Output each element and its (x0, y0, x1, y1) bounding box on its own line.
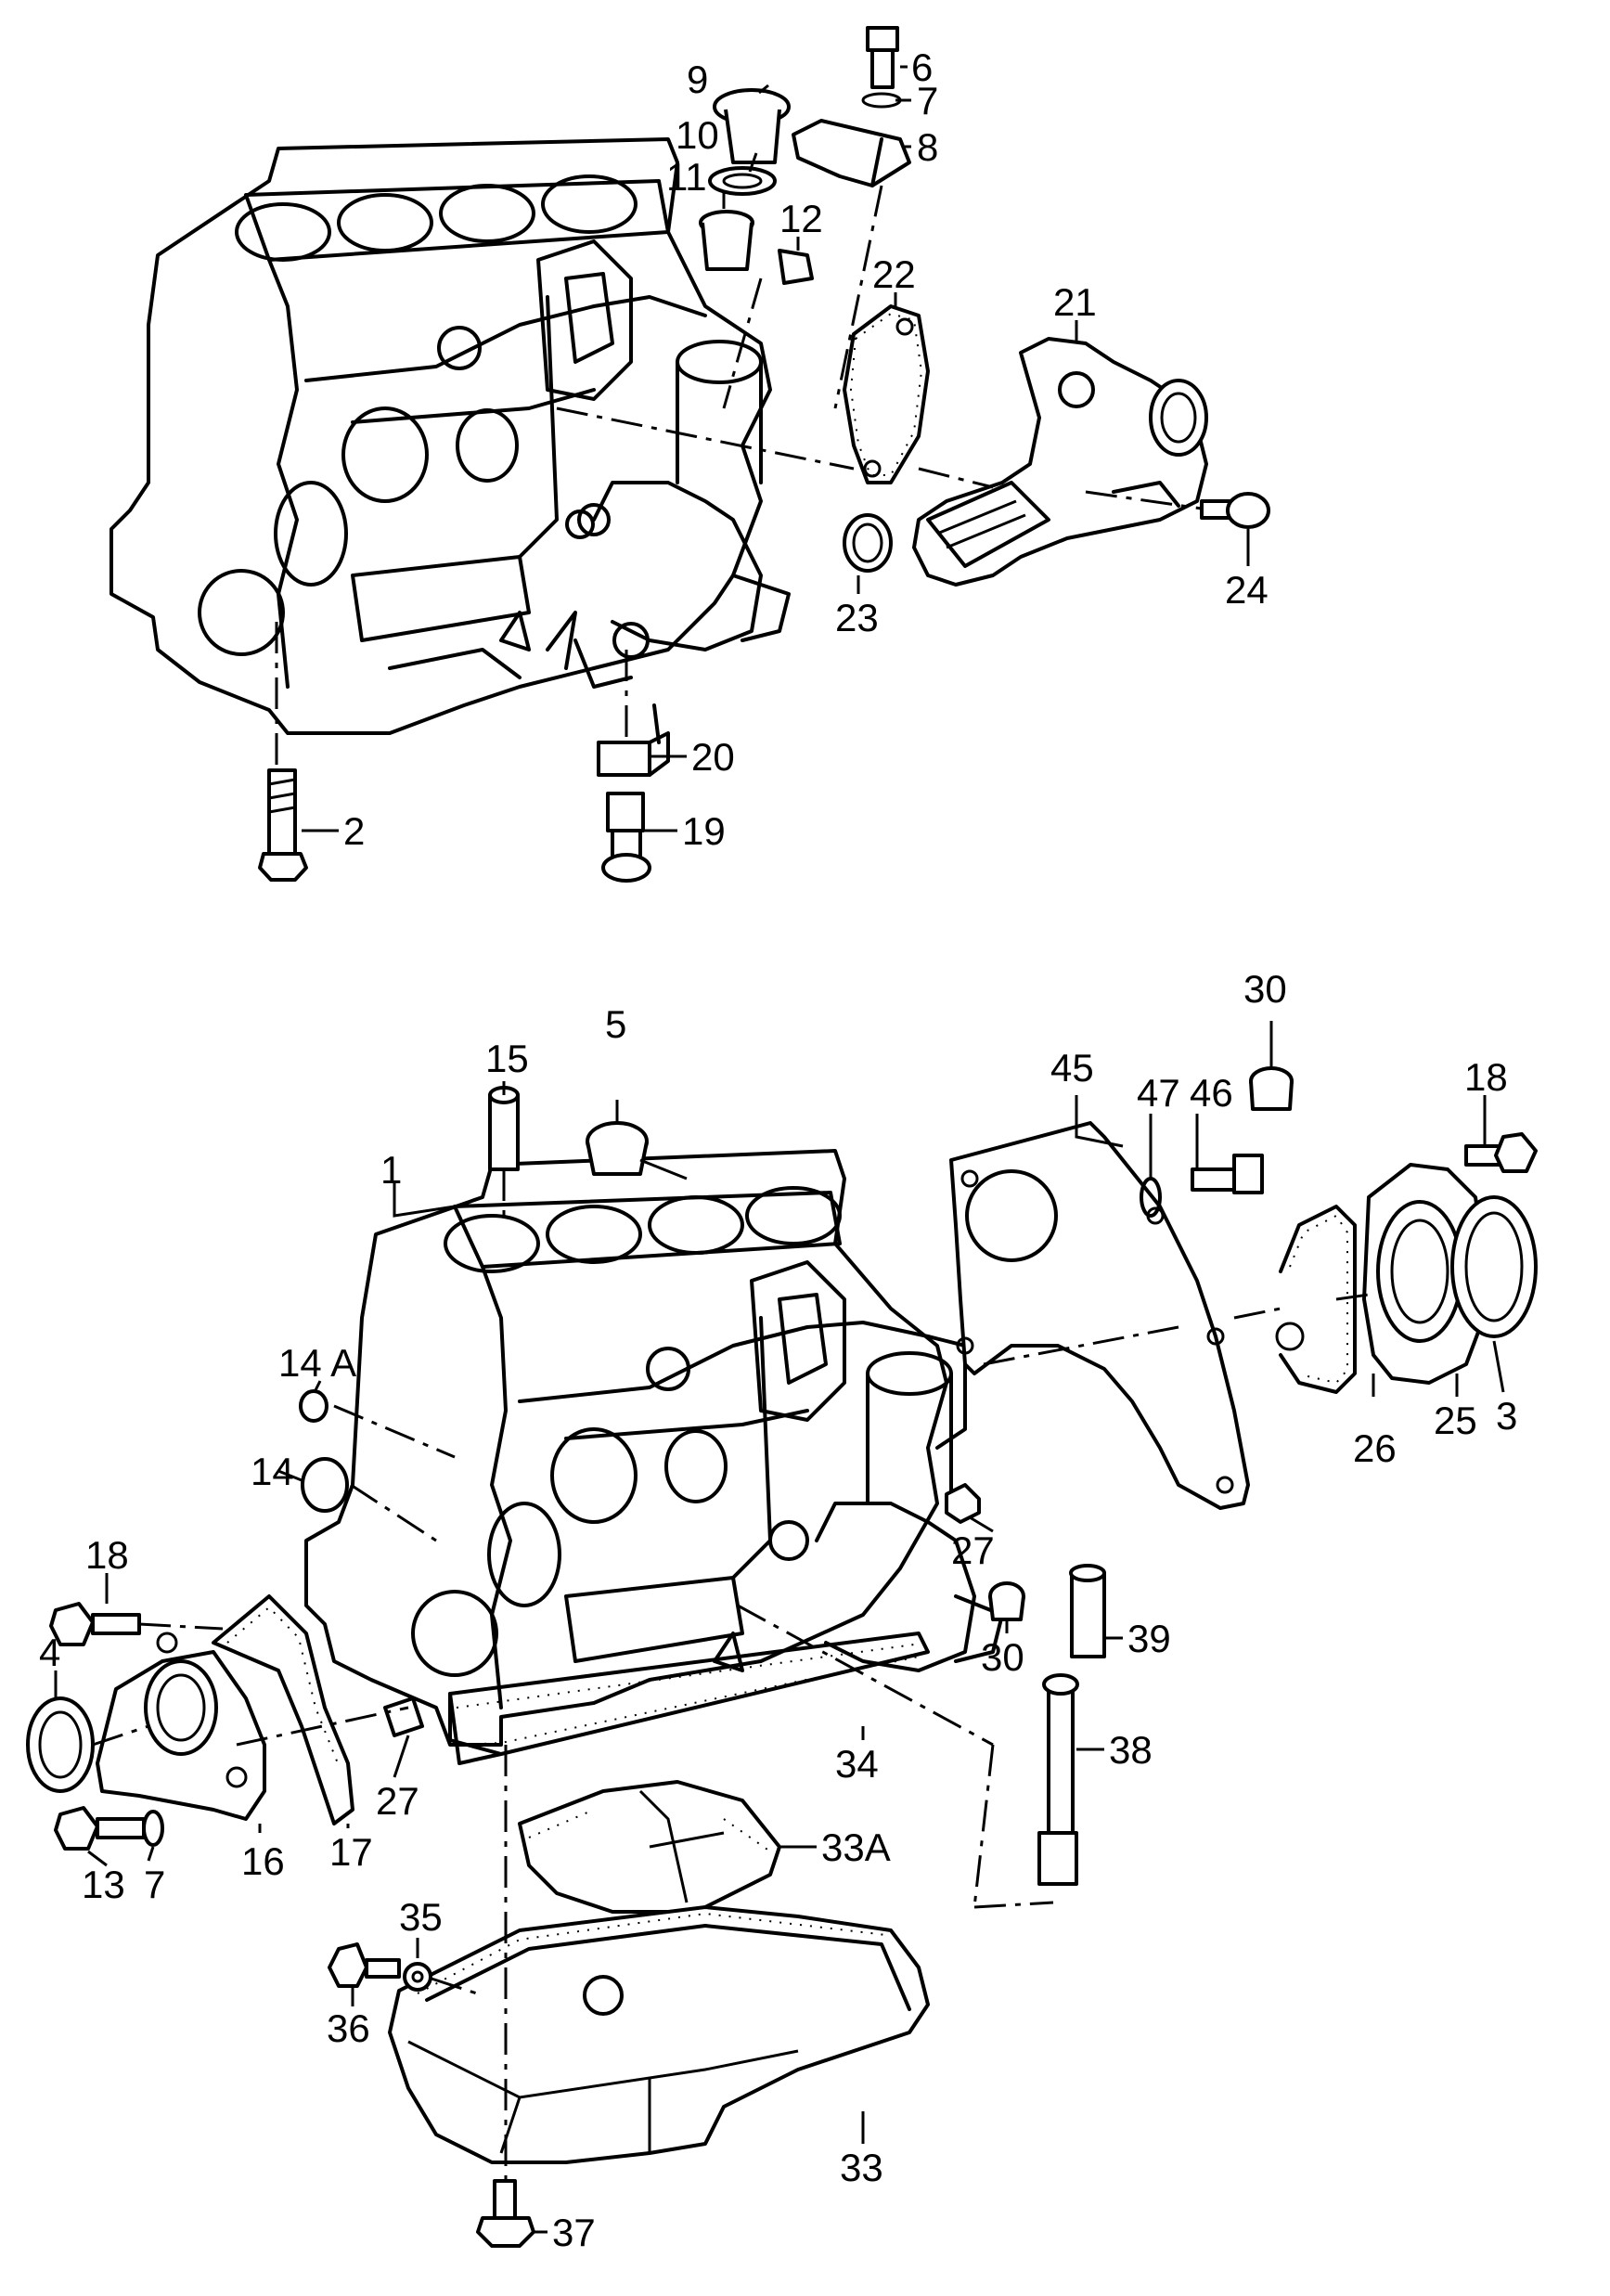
callout-30-top: 30 (1243, 967, 1287, 1011)
oil-seal-part-3 (1450, 1195, 1538, 1338)
bolt-part-2 (258, 768, 308, 882)
callout-25: 25 (1434, 1399, 1477, 1442)
callout-38: 38 (1109, 1728, 1153, 1772)
o-ring-part-23 (843, 513, 893, 573)
callout-9: 9 (687, 58, 708, 101)
callout-36: 36 (327, 2006, 370, 2050)
dowel-part-30-top (1249, 1066, 1294, 1111)
callout-33: 33 (840, 2146, 883, 2189)
sender-part-19 (601, 792, 651, 883)
callout-8: 8 (917, 125, 938, 169)
callout-46: 46 (1190, 1071, 1233, 1115)
callout-47: 47 (1137, 1071, 1180, 1115)
plug-part-12 (778, 249, 814, 285)
bolt-part-13 (54, 1806, 146, 1851)
washer-part-7-top (861, 92, 902, 109)
washer-part-35 (403, 1962, 432, 1992)
gasket-part-26 (1275, 1205, 1357, 1394)
callout-22: 22 (872, 252, 916, 296)
oil-pan-part-33 (388, 1905, 930, 2164)
bolt-part-24 (1200, 492, 1270, 529)
plug-part-14A (299, 1389, 328, 1423)
callout-21: 21 (1053, 280, 1097, 324)
seal-part-39 (1069, 1564, 1106, 1658)
gasket-part-22 (843, 304, 930, 484)
bolt-part-36 (328, 1942, 401, 1988)
intermediate-plate-part-45 (949, 1121, 1250, 1510)
dowel-part-30-bottom (988, 1581, 1025, 1621)
sump-gasket-part-34 (448, 1632, 930, 1765)
bracket-part-8 (792, 119, 911, 187)
seal-flange-part-16 (96, 1632, 266, 1821)
callout-17: 17 (329, 1830, 373, 1874)
callout-16: 16 (241, 1839, 285, 1883)
dowel-part-15 (488, 1086, 520, 1171)
bolt-part-46 (1191, 1154, 1264, 1194)
callout-2: 2 (343, 809, 365, 853)
callout-23: 23 (835, 596, 879, 639)
callout-6: 6 (911, 45, 933, 89)
callout-39: 39 (1127, 1617, 1171, 1660)
washer-part-7-bottom (142, 1810, 164, 1847)
oil-switch-part-20 (597, 703, 670, 777)
callout-34: 34 (835, 1742, 879, 1786)
bottom-engine-block-drawing (304, 1149, 1004, 1747)
bolt-part-18-right (1464, 1132, 1538, 1173)
callout-45: 45 (1050, 1046, 1094, 1090)
callout-18-right: 18 (1464, 1055, 1508, 1099)
callout-18-left: 18 (85, 1533, 129, 1577)
drain-plug-part-37 (476, 2179, 535, 2248)
dowel-part-27-right (945, 1483, 981, 1524)
callout-20: 20 (691, 735, 735, 779)
callout-27-right: 27 (951, 1529, 995, 1572)
callout-3: 3 (1496, 1394, 1517, 1438)
callout-35: 35 (399, 1895, 443, 1939)
sleeve-part-11 (699, 210, 754, 271)
callout-10: 10 (676, 113, 719, 157)
callout-5: 5 (605, 1002, 626, 1046)
callout-30-bottom: 30 (981, 1635, 1024, 1679)
seal-part-10 (708, 166, 777, 196)
cap-part-5 (586, 1121, 649, 1176)
gasket-part-17 (212, 1594, 354, 1825)
baffle-part-33A (518, 1780, 781, 1914)
callout-13: 13 (82, 1863, 125, 1906)
bolt-part-6 (866, 26, 899, 89)
callout-4: 4 (39, 1631, 60, 1674)
leader-lines (54, 65, 1505, 2234)
callout-15: 15 (485, 1037, 529, 1080)
top-engine-block-drawing (109, 137, 791, 735)
callout-27-left: 27 (376, 1779, 419, 1823)
callout-12: 12 (779, 197, 823, 240)
oil-seal-part-4 (26, 1696, 95, 1793)
callout-19: 19 (682, 809, 726, 853)
tube-part-38 (1037, 1673, 1079, 1886)
callout-1: 1 (380, 1148, 402, 1192)
cap-part-9 (713, 88, 791, 164)
callout-7-bottom: 7 (144, 1863, 165, 1906)
callout-labels: 1 2 3 4 5 6 7 7 8 9 10 11 12 13 14 14 A … (39, 45, 1517, 2254)
callout-24: 24 (1225, 568, 1269, 612)
dowel-part-27-left (383, 1696, 424, 1737)
callout-7-top: 7 (917, 79, 938, 123)
callout-14: 14 (251, 1450, 294, 1493)
callout-37: 37 (552, 2211, 596, 2254)
callout-11: 11 (666, 155, 707, 199)
coolant-housing-part-21 (912, 337, 1208, 587)
bolt-part-18-left (49, 1602, 141, 1646)
callout-33A: 33A (821, 1825, 891, 1869)
seal-carrier-part-25 (1362, 1163, 1487, 1385)
callout-26: 26 (1353, 1426, 1397, 1470)
plug-part-14 (301, 1457, 349, 1513)
callout-14A: 14 A (278, 1341, 356, 1385)
